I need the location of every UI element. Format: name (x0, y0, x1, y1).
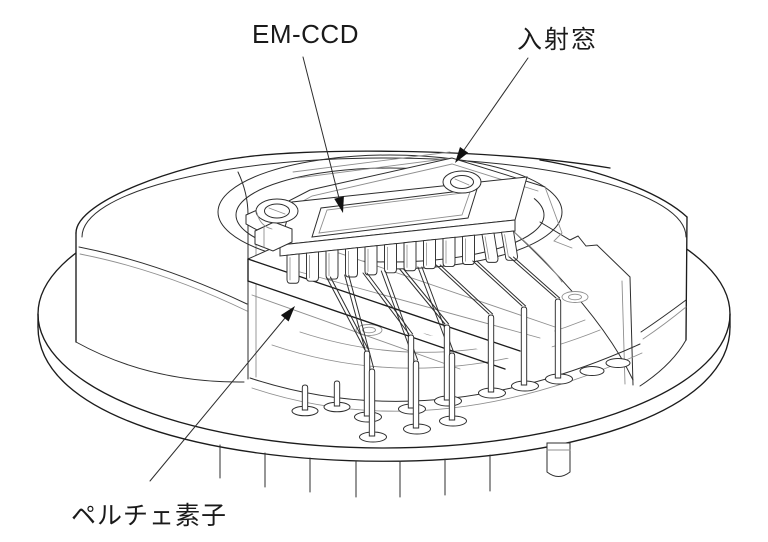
screw-right (442, 170, 482, 194)
exhaust-tube (546, 442, 571, 477)
can-top-rim (81, 150, 687, 238)
arrowhead-peltier (280, 306, 295, 322)
package-pins (301, 298, 562, 437)
leader-entrance-window (455, 57, 529, 163)
pin-holes (291, 358, 631, 443)
label-peltier-element: ペルチェ素子 (71, 502, 228, 530)
pin-stubs (219, 444, 491, 498)
label-em-ccd: EM-CCD (252, 19, 359, 49)
lead-comb (286, 230, 518, 284)
label-entrance-window: 入射窓 (517, 26, 599, 54)
can-right-section (539, 159, 688, 387)
arrowhead-em-ccd (334, 196, 344, 213)
leader-em-ccd (302, 56, 344, 213)
leader-peltier (149, 306, 295, 482)
arrowhead-entrance-window (455, 147, 469, 163)
package-front-face (279, 219, 516, 257)
screw-left (255, 198, 299, 230)
peltier-element (247, 237, 556, 370)
bond-wires (325, 256, 561, 369)
